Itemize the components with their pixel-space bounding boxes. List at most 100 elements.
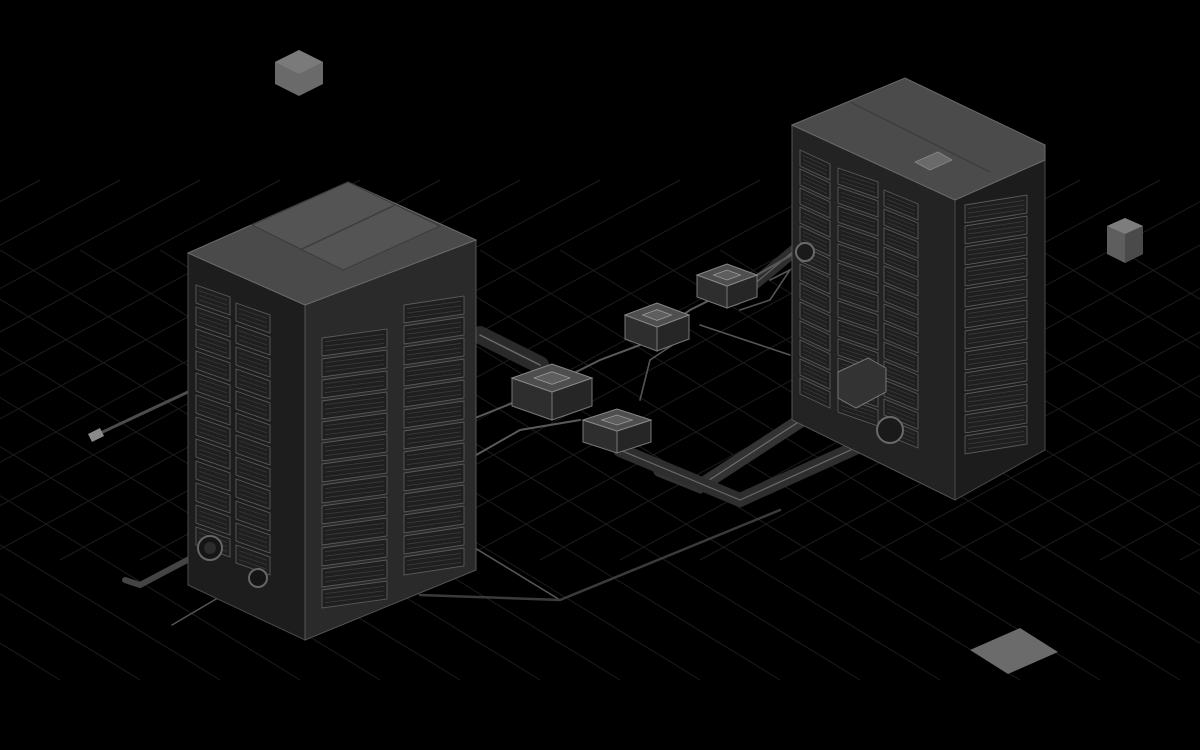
- bay-vent: [802, 353, 828, 365]
- bay-vent: [886, 309, 916, 321]
- bay-vent: [324, 490, 385, 498]
- bay-vent: [802, 201, 828, 213]
- bay-vent: [406, 347, 462, 356]
- bay-vent: [238, 405, 268, 416]
- bay-vent: [802, 216, 828, 228]
- bay-vent: [802, 163, 828, 175]
- bay-vent: [406, 532, 462, 540]
- bay-vent: [967, 372, 1025, 382]
- bay-vent: [967, 204, 1025, 214]
- bay-vent: [406, 305, 462, 314]
- bay-vent: [198, 338, 228, 350]
- bay-vent: [198, 400, 228, 411]
- bay-vent: [238, 444, 268, 456]
- bay-vent: [406, 410, 462, 419]
- bay-vent: [840, 325, 876, 337]
- bay-vent: [324, 443, 385, 452]
- bay-vent: [967, 230, 1025, 239]
- bay-vent: [238, 374, 268, 385]
- bay-vent: [198, 466, 228, 477]
- bay-vent: [840, 276, 876, 288]
- bay-vent: [406, 415, 462, 423]
- bay-vent: [198, 387, 228, 398]
- bay-vent: [324, 481, 385, 489]
- bay-vent: [238, 361, 268, 372]
- bay-vent: [967, 389, 1025, 398]
- bay-vent: [967, 398, 1025, 407]
- bay-vent: [840, 238, 876, 250]
- bay-vent: [238, 383, 268, 394]
- bay-vent: [324, 448, 385, 456]
- bay-vent: [324, 460, 385, 468]
- bay-vent: [802, 235, 828, 247]
- junction-box: [581, 408, 653, 454]
- bay-vent: [886, 222, 916, 234]
- grid-line: [859, 374, 1200, 561]
- bay-vent: [886, 355, 916, 367]
- bay-vent: [324, 553, 385, 561]
- bay-vent: [886, 290, 916, 302]
- bay-vent: [406, 494, 462, 503]
- bay-vent: [198, 312, 228, 323]
- grid-line: [959, 249, 1200, 399]
- bay-vent: [886, 294, 916, 306]
- bay-vent: [840, 405, 876, 417]
- bay-vent: [840, 291, 876, 303]
- bay-vent: [802, 220, 828, 232]
- bay-vent: [406, 448, 462, 456]
- bay-vent: [967, 288, 1025, 298]
- bay-vent: [967, 435, 1025, 445]
- bay-vent: [324, 527, 385, 536]
- bay-vent: [840, 173, 876, 185]
- bay-vent: [198, 514, 228, 526]
- bay-vent: [802, 349, 828, 361]
- bay-vent: [406, 326, 462, 335]
- bay-vent: [238, 559, 268, 570]
- bay-vent: [967, 305, 1025, 314]
- bay-vent: [238, 356, 268, 368]
- grid-line: [1039, 249, 1200, 349]
- bay-vent: [886, 241, 916, 253]
- bay-vent: [324, 506, 385, 515]
- bay-vent: [406, 478, 462, 486]
- bay-vent: [967, 431, 1025, 440]
- bay-vent: [802, 292, 828, 304]
- bay-vent: [406, 373, 462, 381]
- bay-vent: [840, 234, 876, 246]
- bay-vent: [198, 426, 228, 438]
- bay-vent: [198, 360, 228, 372]
- bay-vent: [324, 334, 385, 342]
- bay-vent: [406, 364, 462, 372]
- bay-vent: [198, 343, 228, 354]
- bay-vent: [886, 317, 916, 329]
- bay-vent: [802, 387, 828, 399]
- bay-vent: [324, 364, 385, 372]
- bay-vent: [406, 394, 462, 402]
- bay-vent: [802, 288, 828, 300]
- bay-vent: [406, 541, 462, 549]
- bay-vent: [840, 287, 876, 299]
- junction-box: [623, 302, 691, 352]
- grid-line: [779, 331, 1200, 561]
- bay-vent: [967, 314, 1025, 323]
- cable-bundle: [90, 244, 902, 626]
- bay-vent: [840, 181, 876, 193]
- bay-vent: [967, 263, 1025, 272]
- bay-vent: [238, 532, 268, 544]
- bay-vent: [886, 237, 916, 249]
- bay-vent: [802, 212, 828, 224]
- bay-vent: [406, 469, 462, 477]
- bay-vent: [238, 449, 268, 460]
- junction-box: [695, 263, 759, 309]
- bay-vent: [198, 378, 228, 389]
- bay-vent: [238, 484, 268, 495]
- grid-line: [1019, 461, 1200, 561]
- bay-vent: [324, 376, 385, 384]
- bay-vent: [406, 427, 462, 435]
- bay-vent: [406, 343, 462, 351]
- bay-vent: [967, 242, 1025, 251]
- bay-vent: [802, 315, 828, 327]
- bay-vent: [324, 569, 385, 578]
- bay-vent: [324, 343, 385, 351]
